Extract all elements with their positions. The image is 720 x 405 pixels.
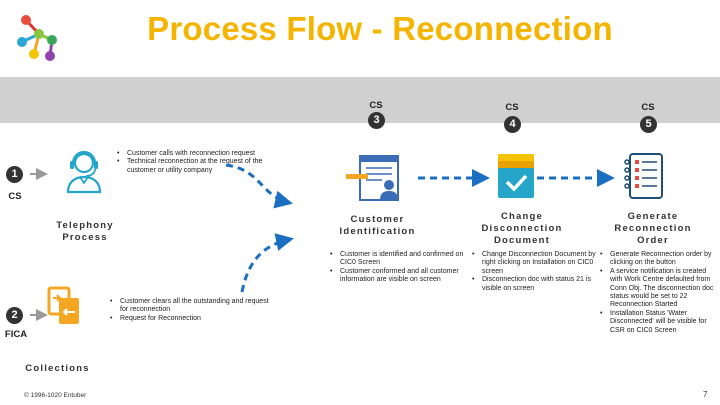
list-item: Disconnection doc with status 21 is visi… bbox=[472, 276, 600, 293]
company-logo bbox=[17, 15, 57, 61]
step1-system-label: CS bbox=[8, 191, 22, 202]
notepad-list-icon bbox=[624, 153, 663, 199]
step3-number-badge: 3 bbox=[368, 112, 385, 129]
telephony-to-identification-arrow bbox=[225, 163, 293, 209]
step2-number-badge: 2 bbox=[6, 307, 23, 324]
header-band bbox=[0, 77, 720, 123]
step2-notes: Customer clears all the outstanding and … bbox=[110, 298, 275, 324]
step4-system-label: CS bbox=[505, 102, 519, 113]
list-item: A service notification is created with W… bbox=[600, 268, 715, 310]
step1-label: Telephony Process bbox=[56, 220, 114, 243]
checklist-stack-icon bbox=[498, 154, 534, 198]
page-number: 7 bbox=[703, 390, 708, 399]
step5-system-label: CS bbox=[641, 102, 655, 113]
list-item: Customer calls with reconnection request bbox=[117, 150, 277, 159]
step4-number-badge: 4 bbox=[504, 116, 521, 133]
step1-notes: Customer calls with reconnection request… bbox=[117, 150, 277, 175]
list-item: Customer clears all the outstanding and … bbox=[110, 298, 275, 315]
step5-number-badge: 5 bbox=[640, 116, 657, 133]
list-item: Request for Reconnection bbox=[110, 315, 275, 324]
step4-notes: Change Disconnection Document by right c… bbox=[472, 251, 600, 293]
list-item: Installation Status 'Water Disconnected'… bbox=[600, 310, 715, 335]
step4-label: Change Disconnection Document bbox=[481, 211, 563, 246]
customer-id-icon bbox=[346, 155, 399, 201]
collections-to-identification-arrow bbox=[240, 233, 294, 293]
step3-label: Customer Identification bbox=[339, 214, 416, 237]
step2-label: Collections bbox=[25, 363, 90, 374]
step1-number-badge: 1 bbox=[6, 166, 23, 183]
list-item: Generate Reconnection order by clicking … bbox=[600, 251, 715, 268]
list-item: Change Disconnection Document by right c… bbox=[472, 251, 600, 276]
step2-system-label: FICA bbox=[4, 329, 28, 340]
step5-label: Generate Reconnection Order bbox=[614, 211, 692, 246]
copyright-footer: © 1996-1020 Entuber bbox=[24, 392, 87, 399]
list-item: Technical reconnection at the request of… bbox=[117, 158, 277, 175]
step3-notes: Customer is identified and confirmed on … bbox=[330, 251, 465, 285]
list-item: Customer conformed and all customer info… bbox=[330, 268, 465, 285]
call-center-agent-icon bbox=[66, 150, 102, 194]
slide-title: Process Flow - Reconnection bbox=[147, 10, 613, 47]
step5-notes: Generate Reconnection order by clicking … bbox=[600, 251, 715, 335]
document-exchange-icon bbox=[47, 286, 79, 324]
step3-system-label: CS bbox=[369, 100, 383, 111]
list-item: Customer is identified and confirmed on … bbox=[330, 251, 465, 268]
